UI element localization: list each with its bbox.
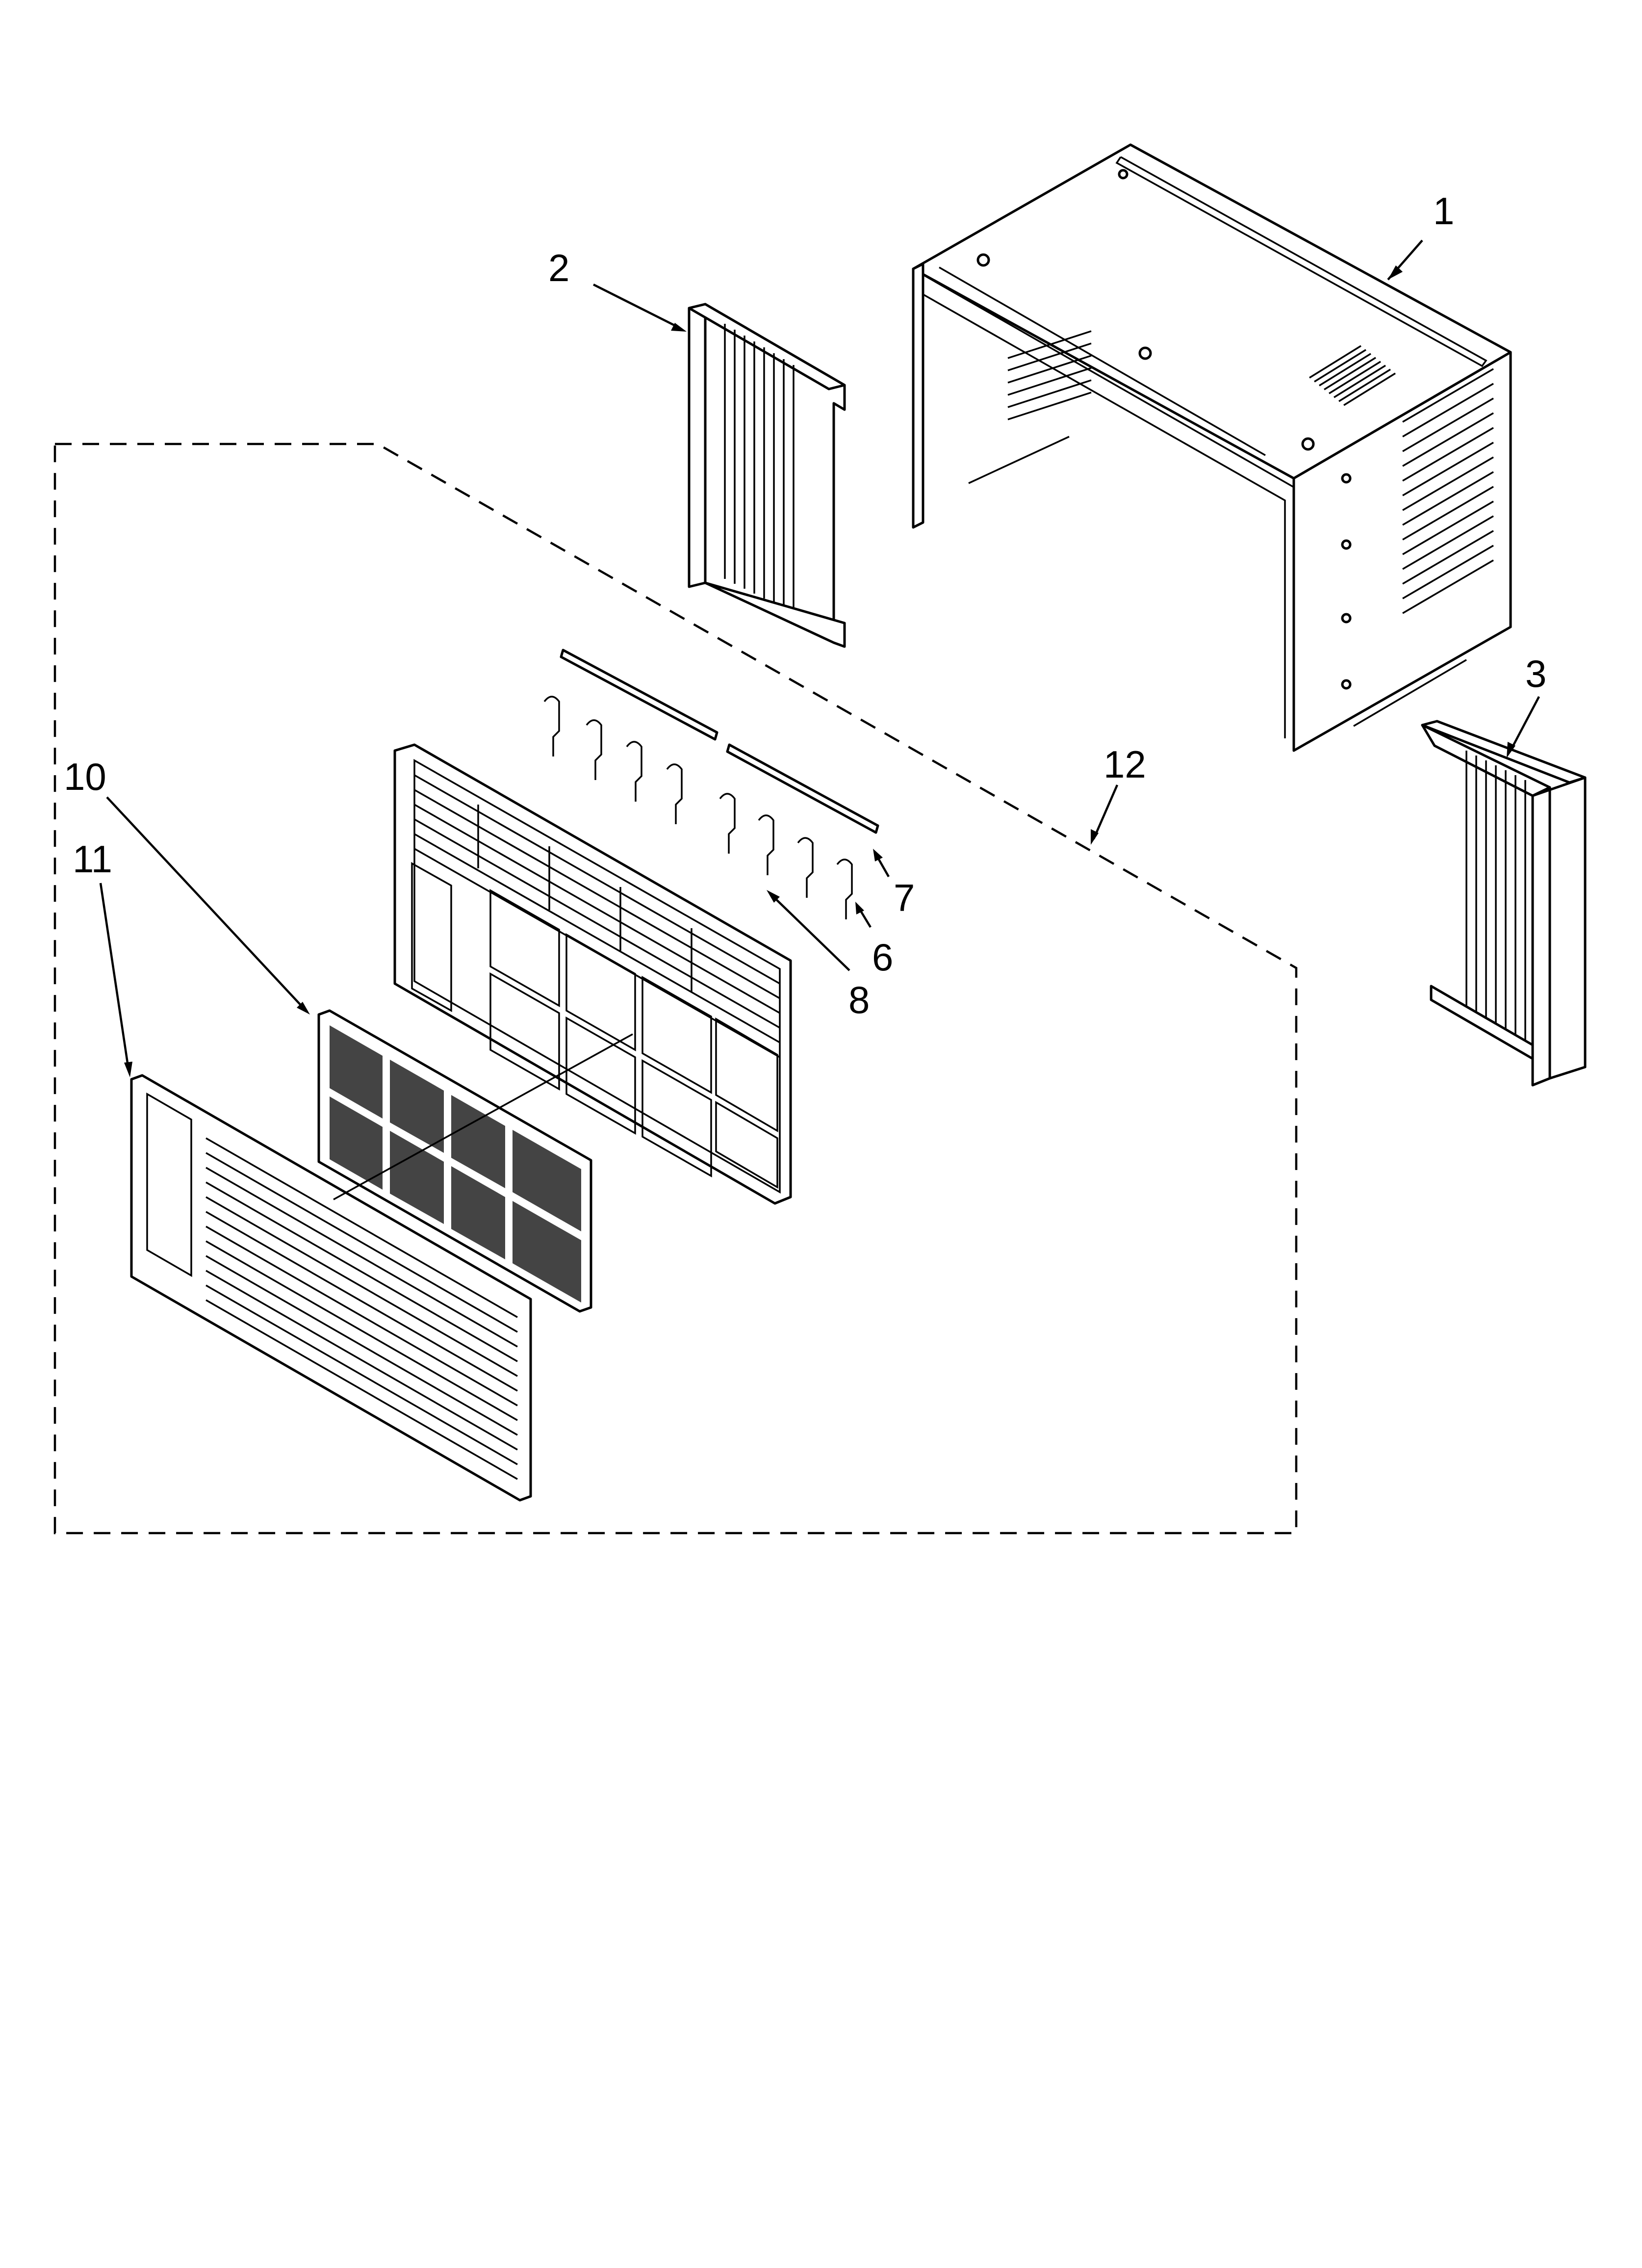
side-curtain-left-icon bbox=[688, 303, 846, 648]
cabinet-wrapper-icon bbox=[912, 143, 1512, 752]
leader-lines bbox=[99, 239, 1540, 1077]
curtain-pleats-left bbox=[724, 324, 795, 613]
side-curtain-right-icon bbox=[1421, 720, 1587, 1087]
front-panel-grid bbox=[489, 888, 778, 1189]
louver-bar-icon bbox=[560, 649, 879, 834]
callout-1: 1 bbox=[1433, 189, 1454, 233]
callout-11: 11 bbox=[73, 837, 112, 881]
callout-7: 7 bbox=[894, 876, 915, 919]
air-filter-icon bbox=[317, 1009, 592, 1313]
grille-slats bbox=[205, 1137, 518, 1480]
callout-10: 10 bbox=[64, 755, 106, 798]
callout-2: 2 bbox=[548, 246, 569, 289]
front-panel-icon bbox=[393, 743, 792, 1205]
assembly-12-boundary bbox=[53, 443, 1298, 1535]
callout-3: 3 bbox=[1525, 652, 1546, 695]
side-louvers bbox=[1402, 368, 1494, 614]
louver-clip-icon bbox=[543, 696, 853, 919]
front-panel-slats bbox=[414, 774, 780, 1058]
filter-mesh bbox=[330, 1025, 581, 1303]
front-grille-icon bbox=[130, 1074, 532, 1502]
inner-louvers bbox=[968, 330, 1092, 484]
top-vent bbox=[1309, 345, 1396, 406]
callout-8: 8 bbox=[848, 978, 870, 1021]
callout-12: 12 bbox=[1103, 743, 1146, 786]
curtain-pleats-right bbox=[1465, 751, 1526, 1043]
callout-6: 6 bbox=[872, 936, 893, 979]
